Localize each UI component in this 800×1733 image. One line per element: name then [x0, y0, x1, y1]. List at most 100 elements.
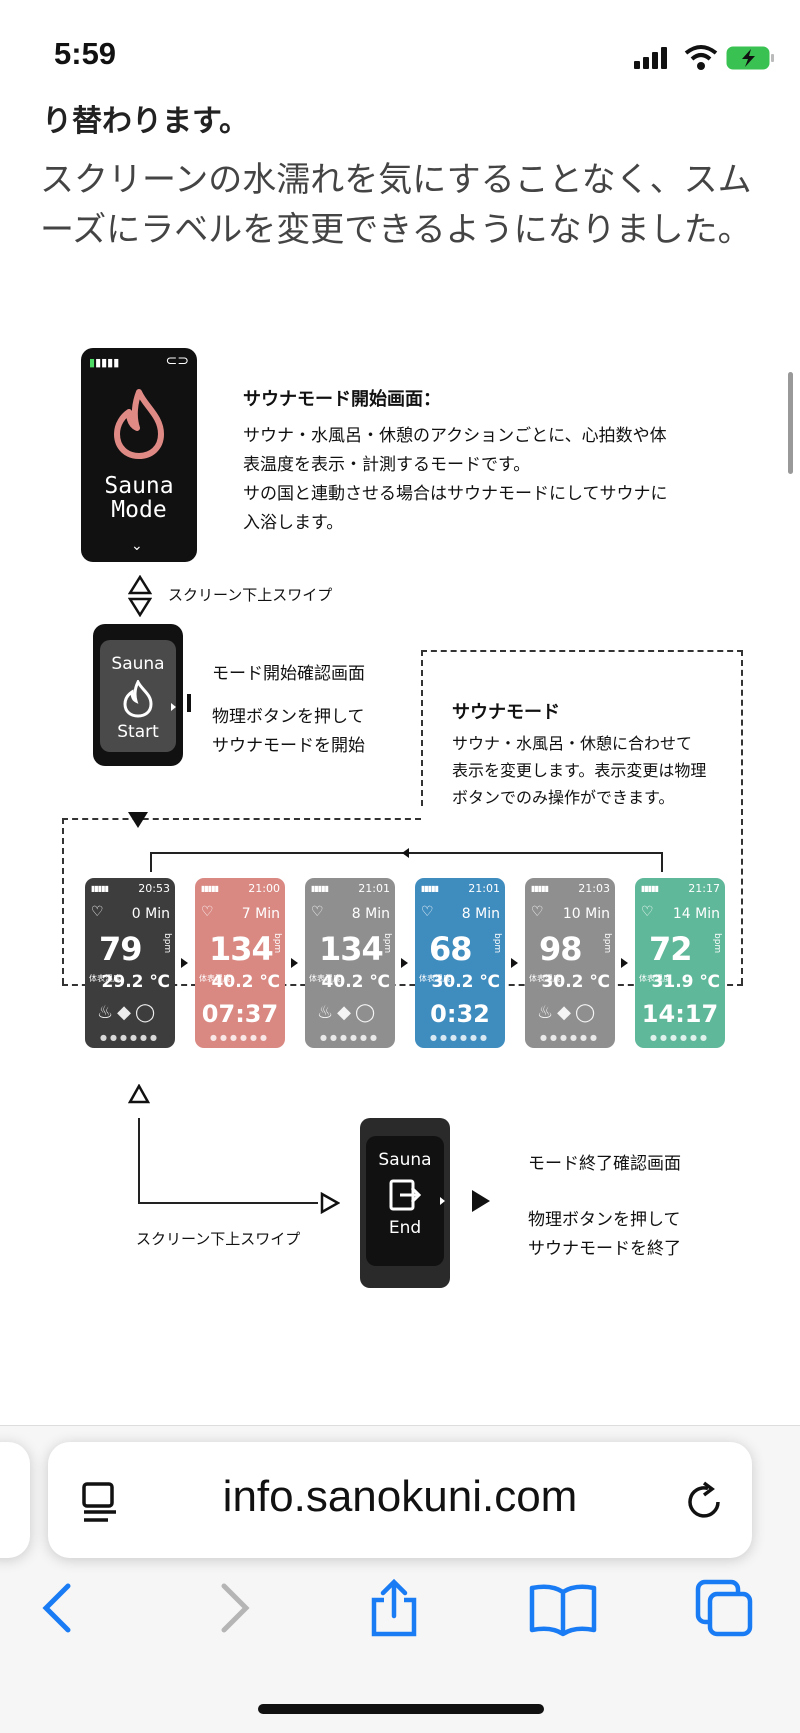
battery-icon: ▮▮▮▮▮ [201, 884, 219, 893]
reload-icon[interactable] [682, 1480, 726, 1524]
arrow-right-solid-icon [472, 1190, 490, 1212]
watch-timer: 07:37 [201, 1000, 279, 1028]
start-screen-desc-1: サウナ・水風呂・休憩のアクションごとに、心拍数や体 [243, 426, 667, 446]
battery-icon: ▮▮▮▮▮ [311, 884, 329, 893]
mode-title: サウナモード [452, 702, 560, 723]
watch-minutes: 7 Min [241, 906, 280, 922]
heart-icon: ♡ [641, 904, 654, 920]
watch-time: 20:53 [138, 882, 170, 895]
watch-temp-label: 体表温度 [309, 974, 341, 983]
article-cut-line: り替わります。 [42, 104, 249, 139]
watch-temp: 30.2 ℃ [431, 972, 500, 992]
watch-minutes: 10 Min [562, 906, 610, 922]
confirm-desc: 物理ボタンを押して サウナモードを開始 [212, 703, 365, 761]
watch-bpm: 79 [99, 930, 143, 968]
watch-bpm-unit: bpm [712, 933, 722, 954]
heart-icon: ♡ [201, 904, 214, 920]
page-dots: ●●●●●● [210, 1033, 270, 1042]
device2-bottom: Start [117, 722, 159, 742]
watch-bpm-unit: bpm [272, 933, 282, 954]
watch-minutes: 8 Min [461, 906, 500, 922]
flame-outline-icon [121, 678, 155, 718]
watch-time: 21:01 [468, 882, 500, 895]
end-desc: 物理ボタンを押して サウナモードを終了 [528, 1206, 681, 1264]
mode-box-top [421, 650, 743, 652]
forward-icon[interactable] [202, 1578, 262, 1638]
arrow-down-icon [128, 812, 148, 828]
start-screen-desc-4: 入浴します。 [243, 513, 344, 533]
battery-icon: ▮▮▮▮▮ [91, 884, 109, 893]
watch-temp: 40.2 ℃ [211, 972, 280, 992]
status-icons: ♨◆◯ [97, 1002, 160, 1023]
watch-temp-label: 体表温度 [529, 974, 561, 983]
watch-bpm: 98 [539, 930, 583, 968]
flame-icon [111, 388, 167, 460]
url-text[interactable]: info.sanokuni.com [222, 1472, 578, 1521]
exit-icon [388, 1178, 422, 1212]
swipe-updown-icon [127, 574, 153, 618]
signal-icon [634, 46, 674, 70]
arrow-up-outline-icon [127, 1083, 151, 1104]
watch-timer: 14:17 [641, 1000, 719, 1028]
start-screen-desc: サウナ・水風呂・休憩のアクションごとに、心拍数や体 表温度を表示・計測するモード… [243, 422, 668, 538]
bookmarks-icon[interactable] [528, 1578, 598, 1638]
watch-temp: 30.2 ℃ [541, 972, 610, 992]
device-sauna-end: Sauna End [360, 1118, 450, 1288]
swipe-label-1: スクリーン下上スワイプ [168, 586, 333, 604]
heart-icon: ♡ [91, 904, 104, 920]
previous-tab-card[interactable] [0, 1442, 30, 1558]
watch-temp: 31.9 ℃ [651, 972, 720, 992]
watch-temp: 40.2 ℃ [321, 972, 390, 992]
start-screen-desc-2: 表温度を表示・計測するモードです。 [243, 455, 531, 475]
address-bar[interactable]: info.sanokuni.com [48, 1442, 752, 1558]
tabs-icon[interactable] [694, 1578, 754, 1638]
mode-desc-1: サウナ・水風呂・休憩に合わせて [452, 734, 693, 753]
home-indicator [258, 1704, 544, 1714]
watch-time: 21:00 [248, 882, 280, 895]
arrow-right-outline-icon [320, 1191, 341, 1215]
end-desc-1: 物理ボタンを押して [528, 1210, 681, 1230]
reader-icon[interactable] [78, 1480, 122, 1524]
device2-top: Sauna [111, 654, 165, 674]
heart-icon: ♡ [421, 904, 434, 920]
watch-temp-label: 体表温度 [199, 974, 231, 983]
device1-line1: Sauna [104, 473, 174, 499]
status-icons: ♨◆◯ [317, 1002, 380, 1023]
watch-minutes: 8 Min [351, 906, 390, 922]
back-icon[interactable] [30, 1578, 90, 1638]
chevron-down-icon: ⌄ [131, 538, 143, 554]
watch-bpm: 72 [649, 930, 693, 968]
scrollbar[interactable] [788, 372, 793, 474]
battery-icon: ▮▮▮▮▮ [531, 884, 549, 893]
battery-icon: ▮▮▮▮▮ [641, 884, 659, 893]
heart-icon: ♡ [311, 904, 324, 920]
device-sauna-mode: ▮▮▮▮▮ ⊂⊃ Sauna Mode ⌄ [81, 348, 197, 562]
page-dots: ●●●●●● [100, 1033, 160, 1042]
share-icon[interactable] [364, 1578, 424, 1638]
watch-bpm-unit: bpm [162, 933, 172, 954]
battery-icon: ▮▮▮▮▮ [89, 356, 120, 369]
page-dots: ●●●●●● [320, 1033, 380, 1042]
device-sauna-start: Sauna Start [93, 624, 191, 766]
watch-minutes: 0 Min [131, 906, 170, 922]
battery-icon: ▮▮▮▮▮ [421, 884, 439, 893]
sauna-mode-diagram: ▮▮▮▮▮ ⊂⊃ Sauna Mode ⌄ サウナモード開始画面： サウナ・水風… [0, 330, 800, 1310]
mode-desc-2: 表示を変更します。表示変更は物理 [452, 761, 707, 780]
start-screen-title: サウナモード開始画面： [243, 389, 441, 410]
watch-bpm: 134 [209, 930, 274, 968]
watch-temp-label: 体表温度 [639, 974, 671, 983]
device3-top: Sauna [378, 1150, 432, 1170]
page-dots: ●●●●●● [430, 1033, 490, 1042]
battery-charging-icon [726, 44, 776, 72]
watch-timer: 0:32 [430, 1000, 490, 1028]
confirm-desc-2: サウナモードを開始 [212, 736, 365, 756]
mode-desc-3: ボタンでのみ操作ができます。 [452, 788, 675, 807]
link-icon: ⊂⊃ [165, 353, 189, 369]
arrow-left-icon [402, 848, 409, 858]
watch-temp-label: 体表温度 [89, 974, 121, 983]
watch-bpm-unit: bpm [602, 933, 612, 954]
